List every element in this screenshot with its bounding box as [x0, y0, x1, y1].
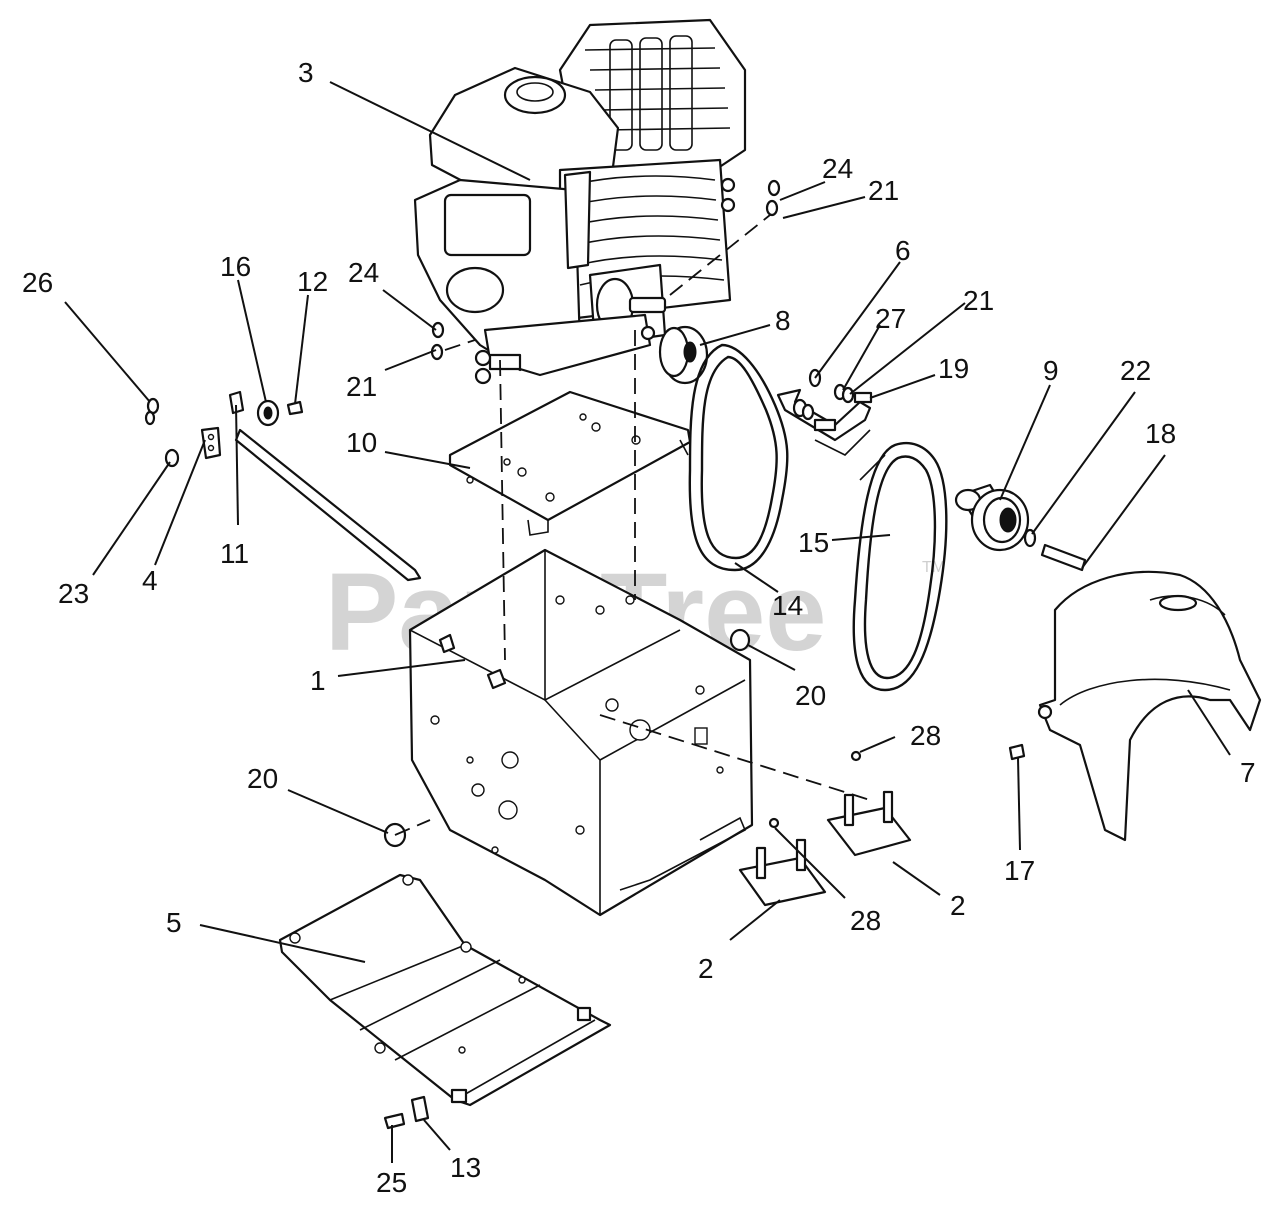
callout-4: 4: [142, 565, 158, 596]
bottom-pan: [278, 873, 612, 1107]
washer-left: [431, 321, 445, 339]
callout-24: 24: [348, 257, 379, 288]
callout-12: 12: [297, 266, 328, 297]
callout-2: 2: [698, 953, 714, 984]
callout-28: 28: [850, 905, 881, 936]
callout-6: 6: [895, 235, 911, 266]
callout-5: 5: [166, 907, 182, 938]
callout-25: 25: [376, 1167, 407, 1198]
callout-16: 16: [220, 251, 251, 282]
callout-21: 21: [346, 371, 377, 402]
callout-13: 13: [450, 1152, 481, 1183]
callout-18: 18: [1145, 418, 1176, 449]
engine-pulley: [658, 325, 709, 385]
clip-bottom: [410, 1095, 430, 1123]
callout-21: 21: [963, 285, 994, 316]
leader-lines: [64, 81, 1231, 1163]
mounting-plate: [448, 390, 692, 536]
callout-8: 8: [775, 305, 791, 336]
stud-plates: [738, 750, 912, 907]
bolt-right: [765, 199, 779, 217]
callout-15: 15: [798, 527, 829, 558]
callout-22: 22: [1120, 355, 1151, 386]
callout-21: 21: [868, 175, 899, 206]
callout-labels: 3 24 21 6 27 21 26 16 12 24 8 19 9 22 21…: [22, 57, 1256, 1198]
grommet-upper: [729, 628, 751, 652]
screw-right: [1008, 743, 1026, 761]
callout-3: 3: [298, 57, 314, 88]
belt-cover: [1037, 570, 1262, 842]
callout-26: 26: [22, 267, 53, 298]
callout-2: 2: [950, 890, 966, 921]
callout-23: 23: [58, 578, 89, 609]
callout-11: 11: [220, 538, 249, 569]
callout-24: 24: [822, 153, 853, 184]
callout-9: 9: [1043, 355, 1059, 386]
idler-bracket: [776, 368, 873, 456]
main-frame: [408, 548, 754, 917]
washer-right: [767, 179, 781, 197]
callout-20: 20: [795, 680, 826, 711]
callout-20: 20: [247, 763, 278, 794]
callout-19: 19: [938, 353, 969, 384]
callout-17: 17: [1004, 855, 1035, 886]
callout-27: 27: [875, 303, 906, 334]
callout-28: 28: [910, 720, 941, 751]
auger-pulley: [954, 483, 1087, 572]
callout-1: 1: [310, 665, 326, 696]
screw-bottom: [383, 1112, 406, 1130]
callout-14: 14: [772, 590, 803, 621]
assembly-lines: [394, 214, 871, 836]
callout-7: 7: [1240, 757, 1256, 788]
callout-10: 10: [346, 427, 377, 458]
engine: [413, 18, 747, 385]
